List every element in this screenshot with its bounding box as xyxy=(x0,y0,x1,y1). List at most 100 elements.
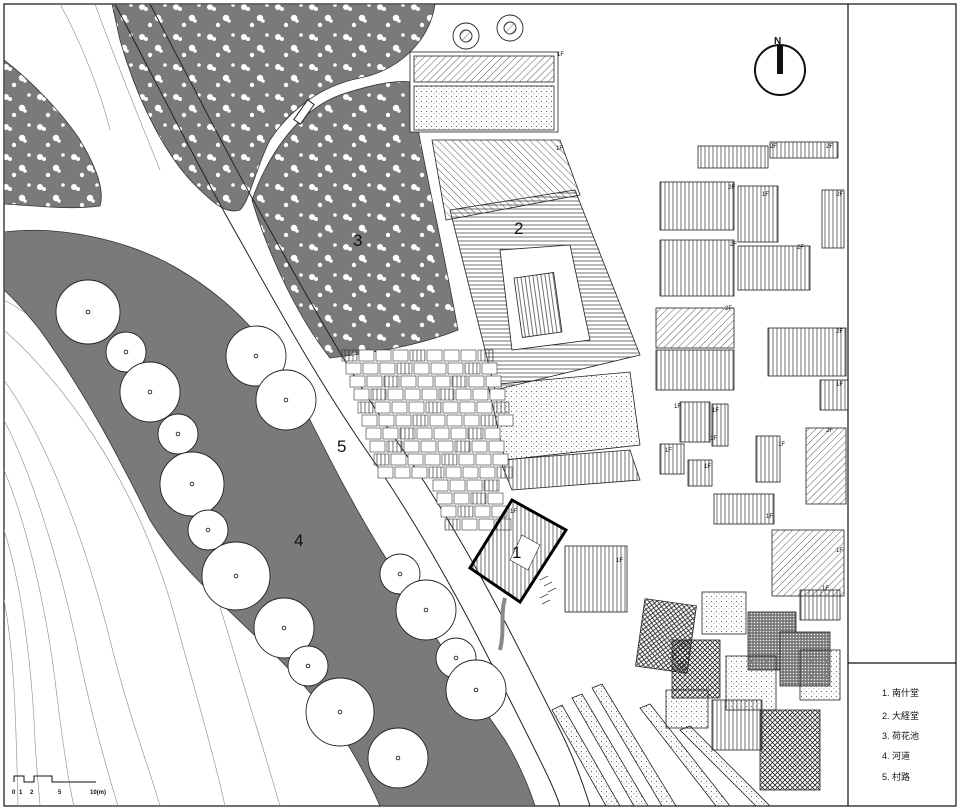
village-block xyxy=(449,479,466,492)
village-block xyxy=(386,440,403,453)
village-block xyxy=(489,388,506,401)
svg-text:1F: 1F xyxy=(712,408,719,414)
svg-text:1F: 1F xyxy=(766,514,773,520)
house xyxy=(737,185,779,243)
legend-item-3: 3. 荷花池 xyxy=(882,731,920,741)
village-block xyxy=(477,349,494,362)
village-block xyxy=(341,349,358,362)
zone-label-3: 3 xyxy=(353,231,362,250)
lotus-pond-north xyxy=(111,4,436,212)
village-block xyxy=(458,453,475,466)
planting-strip xyxy=(498,575,557,651)
village-block xyxy=(357,401,374,414)
tree xyxy=(225,325,287,387)
village-block xyxy=(404,388,421,401)
svg-text:1: 1 xyxy=(19,790,23,796)
tree xyxy=(55,279,121,345)
svg-text:1F: 1F xyxy=(836,382,843,388)
village-block xyxy=(497,414,514,427)
svg-text:2F: 2F xyxy=(770,144,777,150)
village-block xyxy=(413,362,430,375)
north-compass: N xyxy=(754,36,806,96)
village-block xyxy=(370,388,387,401)
svg-text:1F: 1F xyxy=(710,436,717,442)
svg-text:1F: 1F xyxy=(556,146,563,152)
village-block xyxy=(492,453,509,466)
village-block xyxy=(470,492,487,505)
village-block xyxy=(485,375,502,388)
house xyxy=(659,443,685,475)
village-block xyxy=(446,414,463,427)
village-block xyxy=(487,492,504,505)
village-block xyxy=(445,466,462,479)
village-block xyxy=(484,427,501,440)
svg-text:2F: 2F xyxy=(730,242,737,248)
village-block xyxy=(424,453,441,466)
village-block xyxy=(375,349,392,362)
village-block xyxy=(434,375,451,388)
house xyxy=(819,379,848,411)
village-block xyxy=(471,440,488,453)
tree xyxy=(119,361,181,423)
village-block xyxy=(472,388,489,401)
village-block xyxy=(400,375,417,388)
village-block xyxy=(442,401,459,414)
village-block xyxy=(441,453,458,466)
tree xyxy=(157,413,199,455)
floor-tags: 1F 1F 1F 1F 2F 2F 2F 2F 2F 2F 2F 2F 1F 1… xyxy=(510,52,843,592)
house xyxy=(769,141,839,159)
tree xyxy=(253,597,315,659)
village-block xyxy=(394,466,411,479)
village-blocks xyxy=(341,349,514,531)
village-block xyxy=(411,466,428,479)
village-block xyxy=(361,414,378,427)
svg-text:2F: 2F xyxy=(826,144,833,150)
village-block xyxy=(496,466,513,479)
village-block xyxy=(392,349,409,362)
house xyxy=(659,181,735,231)
hall-2-compound xyxy=(409,51,641,491)
entrance-trees xyxy=(452,14,524,50)
village-block xyxy=(455,388,472,401)
village-block xyxy=(463,414,480,427)
svg-text:1F: 1F xyxy=(704,464,711,470)
village-block xyxy=(453,492,470,505)
svg-text:2: 2 xyxy=(30,790,34,796)
village-block xyxy=(369,440,386,453)
village-block xyxy=(481,362,498,375)
village-block xyxy=(488,440,505,453)
svg-text:2F: 2F xyxy=(826,428,833,434)
village-block xyxy=(378,414,395,427)
tree xyxy=(255,369,317,431)
village-block xyxy=(483,479,500,492)
village-block xyxy=(377,466,394,479)
house xyxy=(767,327,847,377)
village-block xyxy=(444,518,461,531)
house xyxy=(697,145,769,169)
svg-text:1F: 1F xyxy=(674,404,681,410)
village-block xyxy=(478,518,495,531)
village-block xyxy=(412,414,429,427)
village-block xyxy=(420,440,437,453)
house xyxy=(713,493,775,525)
svg-text:2F: 2F xyxy=(797,245,804,251)
village-block xyxy=(430,362,447,375)
terraced-strips xyxy=(551,683,771,806)
tree xyxy=(445,659,507,721)
village-block xyxy=(366,375,383,388)
svg-text:2F: 2F xyxy=(728,185,735,191)
svg-text:1F: 1F xyxy=(822,586,829,592)
lotus-pond-west xyxy=(4,59,102,209)
village-block xyxy=(365,427,382,440)
house xyxy=(821,189,845,249)
village-block xyxy=(457,505,474,518)
tree xyxy=(159,451,225,517)
house xyxy=(711,403,729,447)
village-block xyxy=(353,388,370,401)
village-block xyxy=(382,427,399,440)
tree xyxy=(187,509,229,551)
tree xyxy=(305,677,375,747)
village-block xyxy=(403,440,420,453)
village-block xyxy=(438,388,455,401)
tree xyxy=(201,541,271,611)
